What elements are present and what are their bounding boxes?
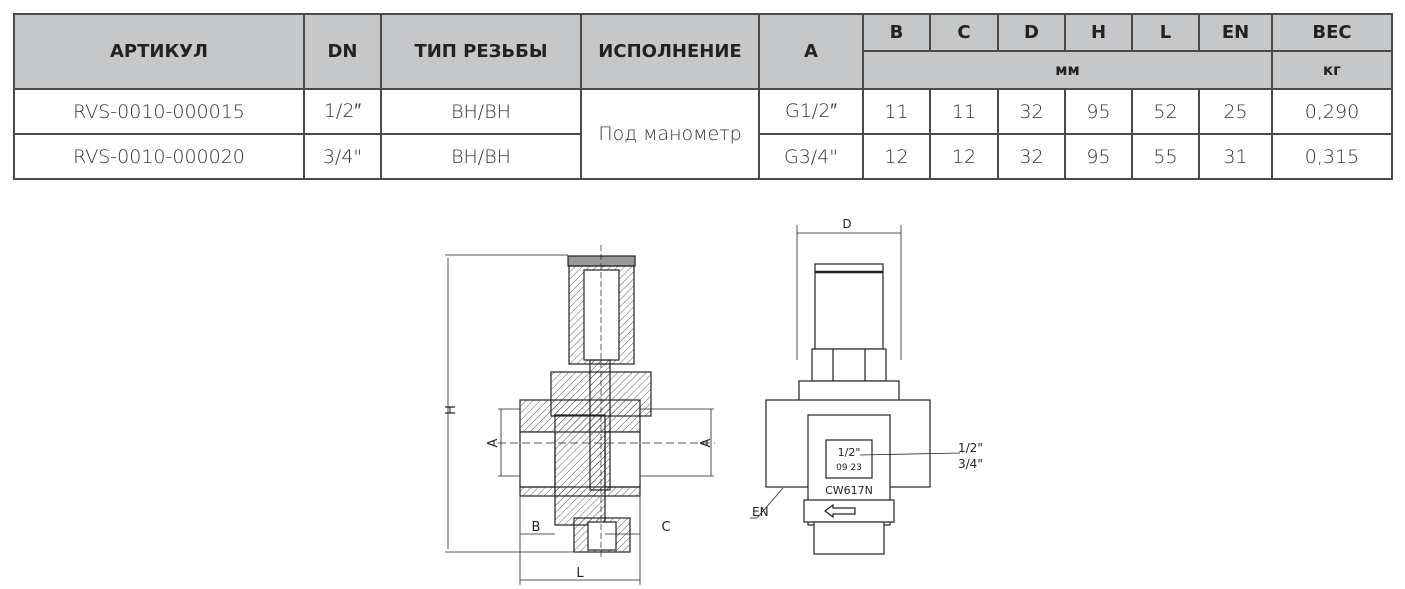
cell-h: 95 [1064, 133, 1133, 180]
cell-weight: 0,290 [1271, 88, 1393, 135]
cell-dn: 1/2″ [303, 88, 382, 135]
header-l: L [1131, 13, 1200, 52]
cell-article: RVS-0010-000020 [13, 133, 305, 180]
callout-size-1: 1/2" [958, 441, 983, 455]
cell-weight: 0,315 [1271, 133, 1393, 180]
external-view [750, 225, 961, 555]
dim-h-label: H [444, 405, 459, 415]
table-row: RVS-0010-000020 3/4" ВН/ВН G3/4" 12 12 3… [13, 133, 1393, 180]
cell-d: 32 [997, 133, 1066, 180]
cell-l: 52 [1131, 88, 1200, 135]
spec-table: АРТИКУЛ DN ТИП РЕЗЬБЫ ИСПОЛНЕНИЕ A B C D… [13, 13, 1393, 180]
header-unit-mm: мм [862, 50, 1273, 90]
cell-version: Под манометр [580, 88, 760, 180]
dim-en-label: EN [752, 505, 769, 519]
section-view [445, 245, 715, 585]
cell-b: 11 [862, 88, 931, 135]
body-material: CW617N [825, 484, 873, 497]
cell-h: 95 [1064, 88, 1133, 135]
body-mark-date: 09 23 [836, 463, 862, 473]
header-d: D [997, 13, 1066, 52]
header-unit-kg: кг [1271, 50, 1393, 90]
dim-d-label: D [842, 217, 851, 231]
header-c: C [929, 13, 999, 52]
header-thread-type: ТИП РЕЗЬБЫ [380, 13, 582, 90]
dim-c-label: C [661, 520, 670, 535]
dim-b-label: B [532, 520, 541, 535]
body-mark-size: 1/2" [838, 446, 861, 459]
cell-d: 32 [997, 88, 1066, 135]
dim-l-label: L [576, 566, 584, 581]
cell-en: 31 [1198, 133, 1273, 180]
header-dn: DN [303, 13, 382, 90]
cell-en: 25 [1198, 88, 1273, 135]
header-b: B [862, 13, 931, 52]
header-en: EN [1198, 13, 1273, 52]
cell-dn: 3/4" [303, 133, 382, 180]
cell-l: 55 [1131, 133, 1200, 180]
cell-article: RVS-0010-000015 [13, 88, 305, 135]
cell-thread: ВН/ВН [380, 88, 582, 135]
dim-a-label-right: A [699, 438, 714, 447]
cell-b: 12 [862, 133, 931, 180]
cell-a: G1/2″ [758, 88, 864, 135]
header-a: A [758, 13, 864, 90]
cell-thread: ВН/ВН [380, 133, 582, 180]
header-h: H [1064, 13, 1133, 52]
header-version: ИСПОЛНЕНИЕ [580, 13, 760, 90]
cell-c: 12 [929, 133, 999, 180]
header-weight: ВЕС [1271, 13, 1393, 52]
cell-a: G3/4" [758, 133, 864, 180]
table-row: RVS-0010-000015 1/2″ ВН/ВН Под манометр … [13, 88, 1393, 180]
dim-a-label-left: A [486, 438, 501, 447]
callout-size-2: 3/4" [958, 457, 983, 471]
cell-c: 11 [929, 88, 999, 135]
header-article: АРТИКУЛ [13, 13, 305, 90]
